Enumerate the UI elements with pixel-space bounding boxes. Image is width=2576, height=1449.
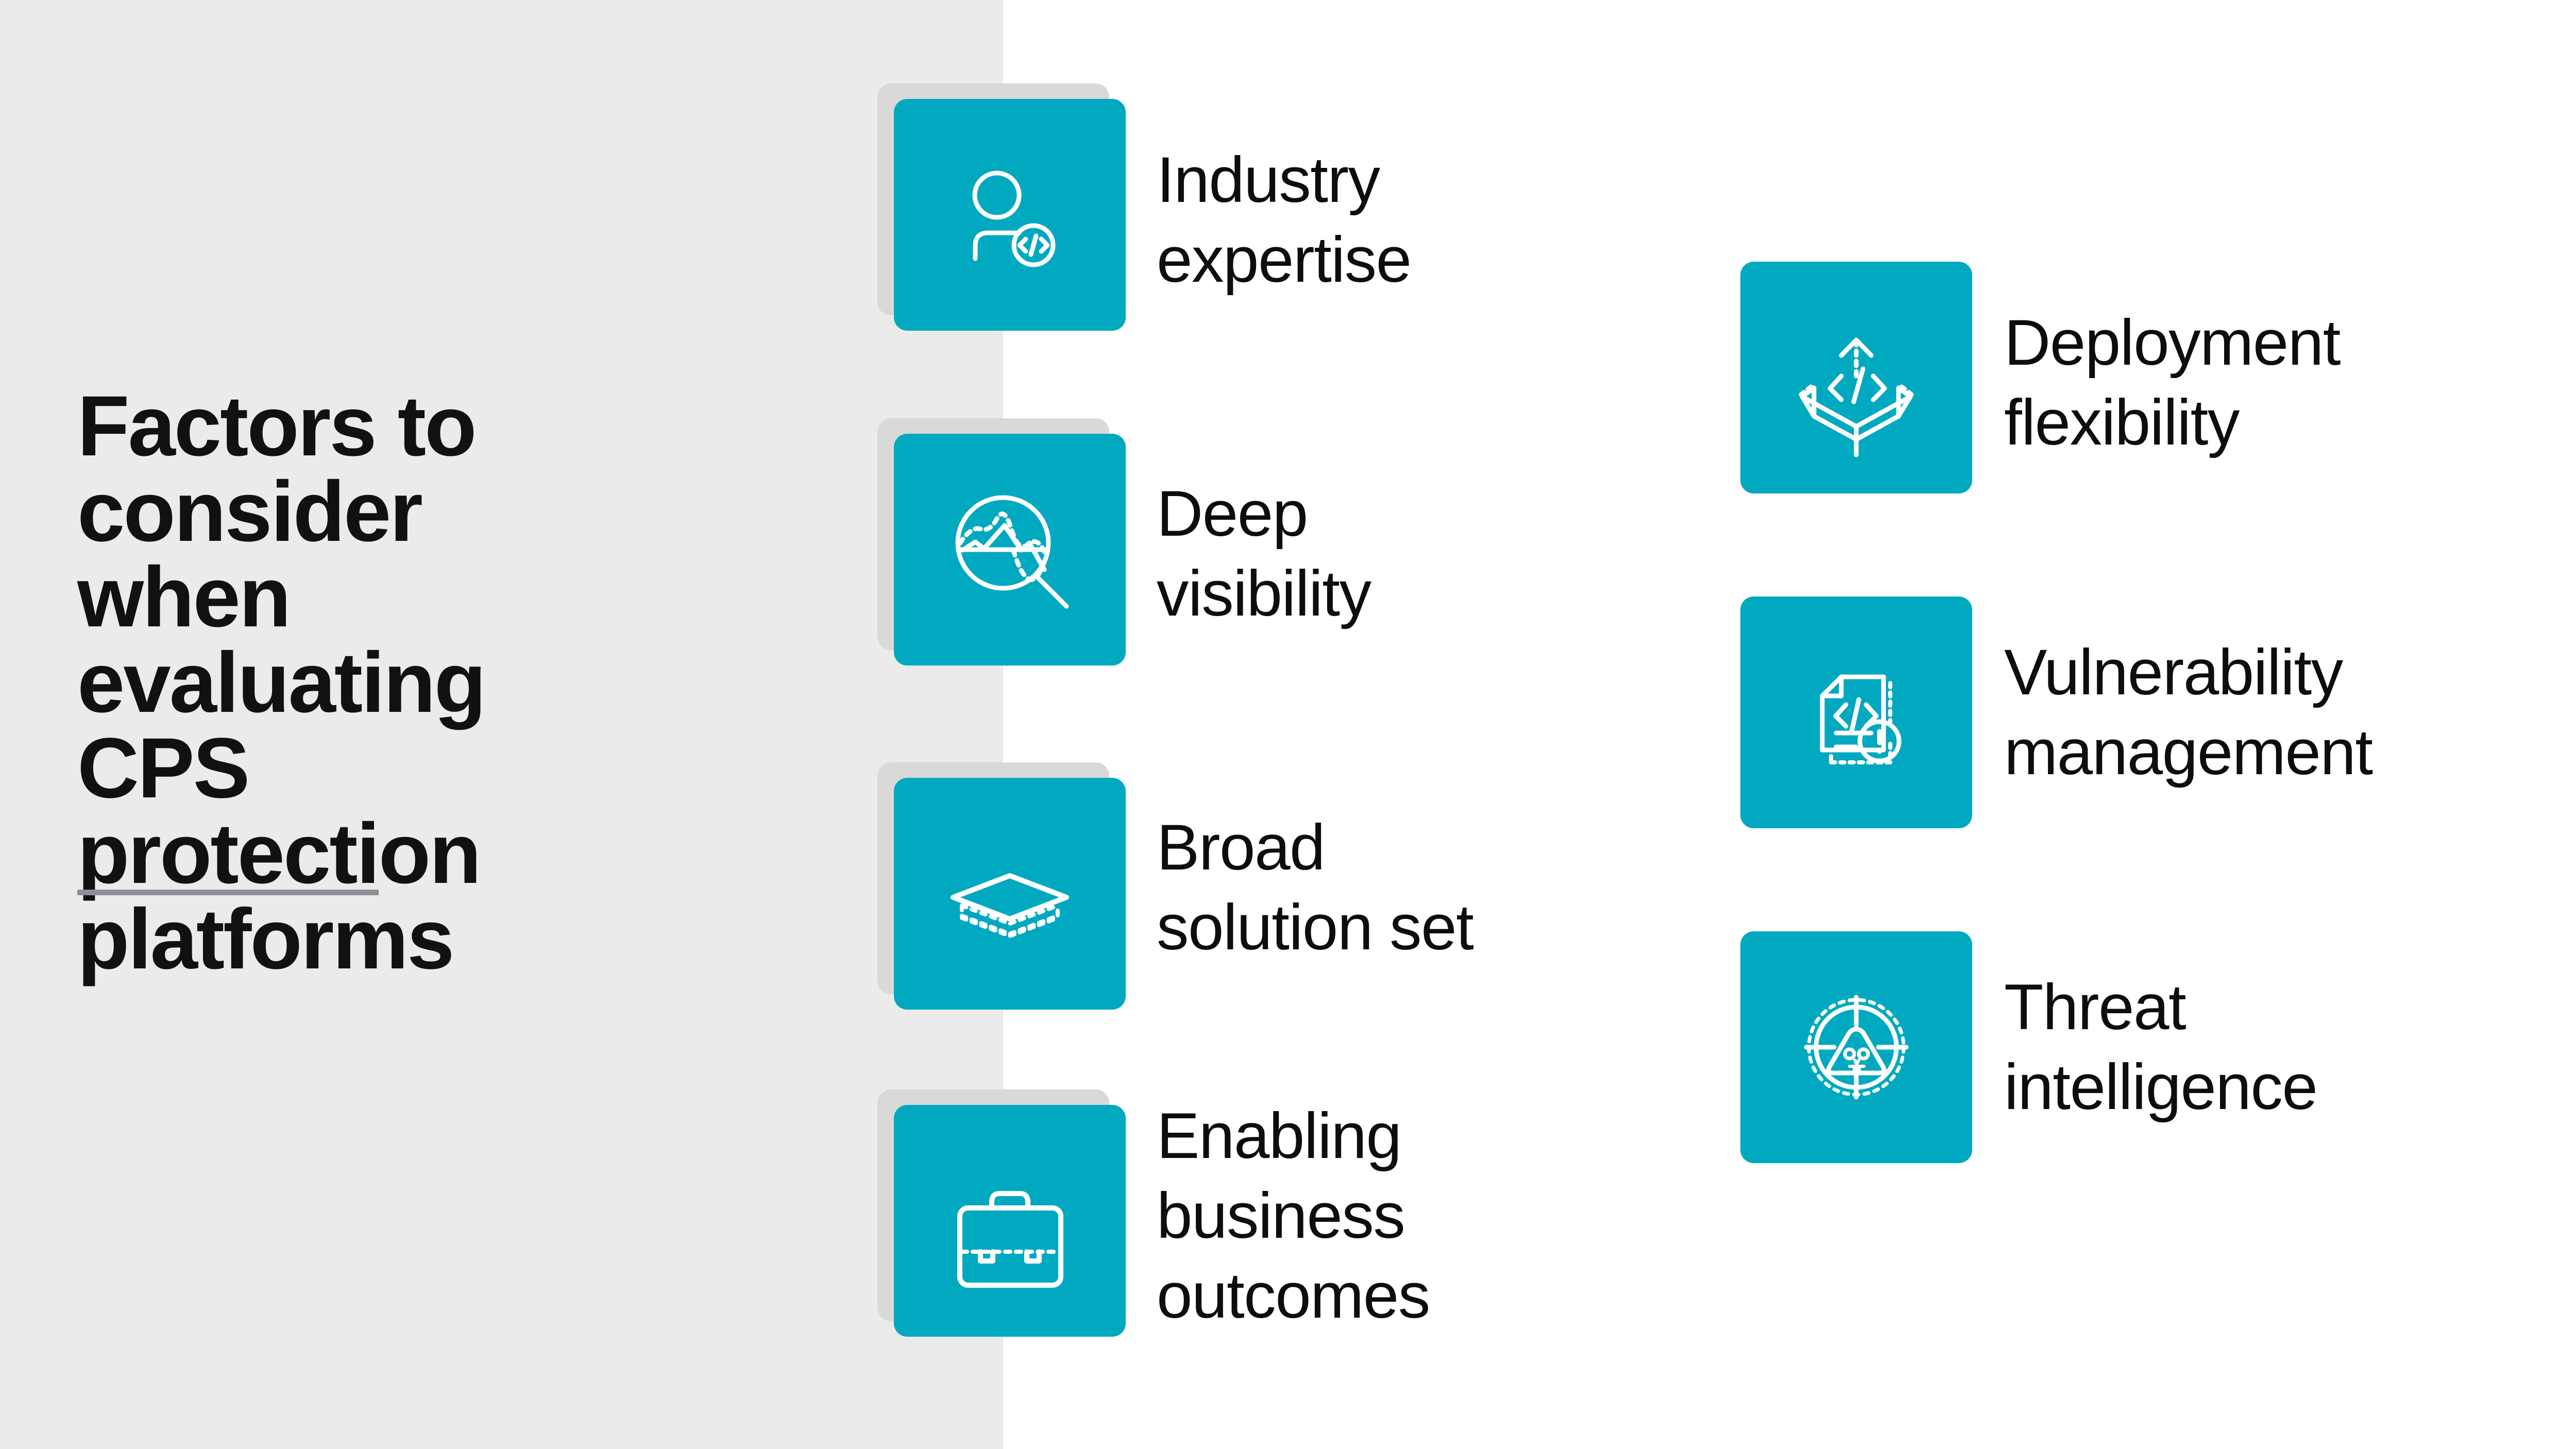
tile-broad-solution-set[interactable] (894, 778, 1126, 1010)
label-vulnerability-management: Vulnerability management (2004, 637, 2373, 788)
tile-threat-intelligence[interactable] (1740, 931, 1972, 1163)
label-broad-solution-set: Broad solution set (1157, 812, 1474, 963)
tile-enabling-business-outcomes[interactable] (894, 1105, 1126, 1337)
layers-stack-icon (951, 873, 1069, 938)
title-block: Factors to consider when evaluating CPS … (77, 384, 654, 982)
label-industry-expertise: Industry expertise (1157, 144, 1412, 296)
left-gray-panel (0, 0, 1003, 1449)
title-divider-rule (77, 890, 379, 895)
tile-industry-expertise[interactable] (894, 99, 1126, 331)
page-title: Factors to consider when evaluating CPS … (77, 379, 486, 987)
magnifier-chart-icon (955, 495, 1069, 609)
tile-deep-visibility[interactable] (894, 434, 1126, 666)
briefcase-icon (957, 1191, 1063, 1288)
tile-vulnerability-management[interactable] (1740, 596, 1972, 828)
person-code-icon (972, 171, 1056, 267)
label-enabling-business-outcomes: Enabling business outcomes (1157, 1100, 1430, 1332)
open-box-code-arrow-icon (1798, 337, 1914, 457)
label-threat-intelligence: Threat intelligence (2004, 971, 2318, 1123)
label-deep-visibility: Deep visibility (1157, 478, 1371, 629)
tile-deployment-flexibility[interactable] (1740, 262, 1972, 493)
document-code-alert-icon (1820, 674, 1902, 764)
label-deployment-flexibility: Deployment flexibility (2004, 307, 2341, 458)
crosshair-skull-warning-icon (1804, 995, 1909, 1100)
